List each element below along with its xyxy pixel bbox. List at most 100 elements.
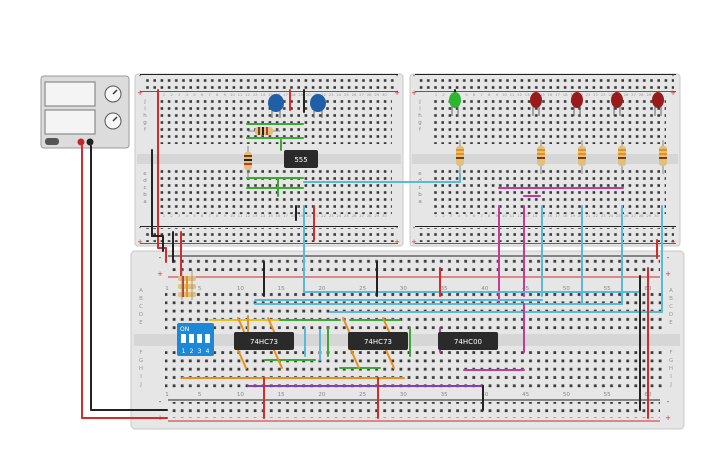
resistor-horizontal[interactable]	[248, 127, 280, 135]
jumper-orange-diagonal[interactable]	[350, 349, 360, 369]
dip-toggle-1[interactable]	[181, 334, 186, 343]
capacitor-body	[268, 94, 284, 112]
column-number: 20	[306, 213, 311, 218]
row-letter: g	[418, 120, 422, 126]
negative-terminal[interactable]	[86, 138, 94, 146]
led-resistor-2[interactable]	[537, 140, 545, 174]
row-letter: i	[419, 106, 421, 112]
column-number: 2	[170, 213, 173, 218]
column-number: 29	[374, 213, 379, 218]
chip-74hc73-2[interactable]: 74HC73	[348, 332, 408, 350]
column-number: 25	[359, 392, 366, 398]
column-number: 10	[230, 213, 235, 218]
led-1[interactable]	[449, 92, 461, 116]
row-letter: E	[669, 320, 673, 326]
column-number: 29	[374, 92, 379, 97]
column-number: 55	[604, 392, 611, 398]
column-number: 2	[170, 92, 173, 97]
column-number: 30	[654, 213, 659, 218]
led-resistor-3[interactable]	[578, 140, 586, 174]
column-number: 15	[540, 92, 545, 97]
breadboard-top-left	[134, 73, 404, 247]
dip-on-label: ON	[180, 326, 189, 333]
dip-number: 2	[190, 348, 194, 355]
row-letter: e	[418, 171, 422, 177]
rail-sign: +	[137, 89, 143, 97]
column-number: 5	[198, 392, 202, 398]
chip-74hc00[interactable]: 74HC00	[438, 332, 498, 350]
rail-sign: +	[411, 238, 417, 246]
chip-label: 74HC73	[364, 338, 392, 346]
capacitor-body	[310, 94, 326, 112]
dip-switch[interactable]: ON 1 2 3 4	[177, 323, 214, 356]
led-resistor-1[interactable]	[456, 140, 464, 174]
row-letter: A	[139, 288, 143, 294]
resistor-vertical[interactable]	[244, 146, 252, 178]
column-number: 8	[488, 92, 491, 97]
dip-toggle-4[interactable]	[205, 334, 210, 343]
column-number: 16	[548, 92, 553, 97]
capacitor-1[interactable]	[268, 94, 284, 118]
column-number: 9	[224, 213, 227, 218]
led-array[interactable]	[449, 92, 667, 174]
led-5[interactable]	[652, 92, 664, 116]
jumper-orange-diagonal[interactable]	[385, 349, 395, 369]
column-number: 55	[604, 286, 611, 292]
row-letter: h	[143, 113, 147, 119]
chip-555[interactable]: 555	[284, 150, 318, 168]
jumper-orange-diagonal[interactable]	[237, 349, 247, 369]
column-number: 45	[522, 286, 529, 292]
led-resistor-4[interactable]	[618, 140, 626, 174]
column-number: 16	[548, 213, 553, 218]
column-number: 1	[165, 392, 169, 398]
rail-sign: -	[667, 398, 670, 406]
column-number: 17	[555, 213, 560, 218]
column-number: 30	[400, 286, 407, 292]
chip-74hc73-1[interactable]: 74HC73	[234, 332, 294, 350]
rail-sign: +	[137, 238, 143, 246]
row-letter: f	[144, 127, 147, 133]
rail-sign: +	[394, 89, 400, 97]
column-number: 1	[435, 92, 438, 97]
power-switch[interactable]	[45, 138, 59, 145]
led-4[interactable]	[611, 92, 623, 116]
rail-sign: +	[157, 270, 163, 278]
power-supply[interactable]	[40, 75, 130, 149]
column-number: 1	[435, 213, 438, 218]
capacitor-2[interactable]	[310, 94, 326, 118]
column-number: 17	[283, 213, 288, 218]
rail-sign: -	[139, 224, 142, 232]
column-number: 28	[367, 213, 372, 218]
column-number: 18	[291, 213, 296, 218]
column-number: 14	[532, 213, 537, 218]
column-number: 19	[570, 213, 575, 218]
supply-positive-wire[interactable]	[81, 145, 168, 419]
dip-toggle-2[interactable]	[189, 334, 194, 343]
column-number: 1	[163, 92, 166, 97]
led-2[interactable]	[530, 92, 542, 116]
column-number: 28	[367, 92, 372, 97]
row-letter: d	[143, 178, 147, 184]
jumper-orange-diagonal[interactable]	[273, 349, 283, 369]
positive-terminal[interactable]	[77, 138, 85, 146]
rail-jumper-black[interactable]	[151, 149, 164, 252]
column-number: 26	[624, 92, 629, 97]
row-letter: C	[139, 304, 143, 310]
led-3[interactable]	[571, 92, 583, 116]
column-number: 13	[253, 213, 258, 218]
jumper-blue[interactable]	[303, 173, 461, 183]
chip-label: 555	[294, 156, 307, 164]
row-letter: c	[143, 185, 146, 191]
resistor-pack[interactable]	[178, 270, 196, 300]
power-rails	[140, 74, 676, 422]
supply-negative-wire[interactable]	[90, 145, 168, 411]
column-number: 4	[458, 213, 461, 218]
column-number: 11	[510, 92, 515, 97]
rail-sign: -	[396, 72, 399, 80]
column-number: 24	[336, 213, 341, 218]
rail-sign: +	[411, 89, 417, 97]
board-labels: jihgfedcbajihgfedcba11223344556677889910…	[137, 72, 676, 422]
led-resistor-5[interactable]	[659, 140, 667, 174]
dip-toggle-3[interactable]	[197, 334, 202, 343]
